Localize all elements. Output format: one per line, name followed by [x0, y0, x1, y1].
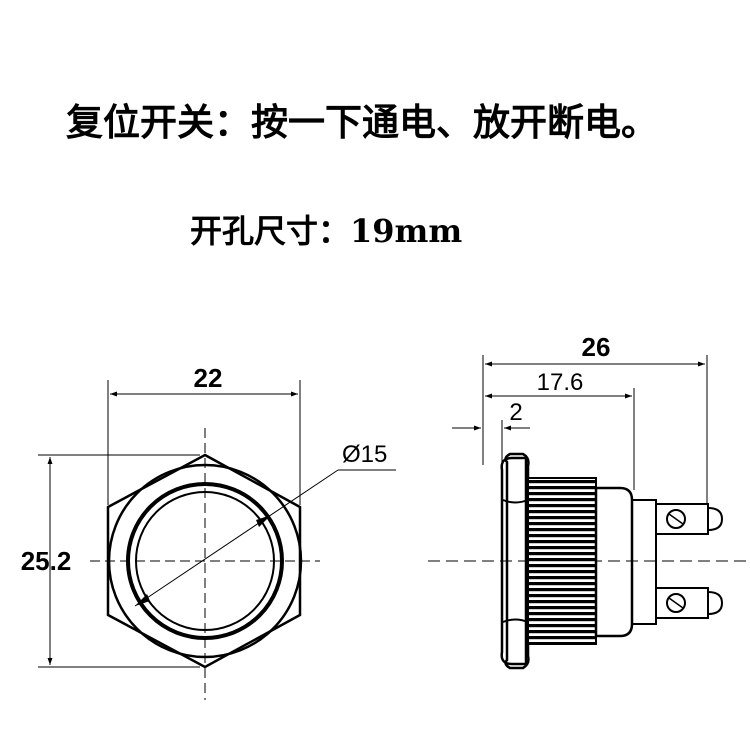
- side-hex-nut-facets: [502, 499, 529, 623]
- threaded-body: [527, 477, 597, 645]
- rear-housing: [594, 486, 634, 638]
- switch-description-title: 复位开关：按一下通电、放开断电。: [66, 100, 658, 144]
- lower-terminal-screw-slot: [668, 597, 684, 609]
- upper-terminal-tip: [707, 507, 724, 531]
- upper-terminal-screw-slot: [668, 513, 684, 525]
- diameter-leader-line: [134, 469, 339, 607]
- hex-nut-outline: [106, 453, 302, 669]
- diameter-arrow-bottom: [135, 594, 150, 606]
- mounting-hole-size-label: 开孔尺寸：19mm: [190, 212, 463, 250]
- thread-length-dimension-value: 17.6: [537, 369, 584, 396]
- lower-terminal-screw: [666, 593, 686, 613]
- width-dimension-value: 22: [194, 363, 223, 393]
- diameter-arrow-top: [256, 515, 271, 527]
- front-view: 22 25.2 Ø15: [21, 363, 396, 700]
- total-length-dimension-value: 26: [582, 332, 611, 362]
- side-view: 26 17.6 2: [428, 332, 750, 670]
- upper-terminal: [656, 503, 709, 535]
- diameter-dimension-value: Ø15: [342, 441, 387, 468]
- terminal-base: [631, 499, 657, 625]
- height-dimension-value: 25.2: [21, 546, 72, 576]
- flange-dimension-value: 2: [509, 399, 522, 426]
- side-hex-nut: [504, 452, 530, 670]
- lower-terminal: [656, 587, 709, 619]
- upper-terminal-screw: [666, 509, 686, 529]
- lower-terminal-tip: [707, 591, 724, 615]
